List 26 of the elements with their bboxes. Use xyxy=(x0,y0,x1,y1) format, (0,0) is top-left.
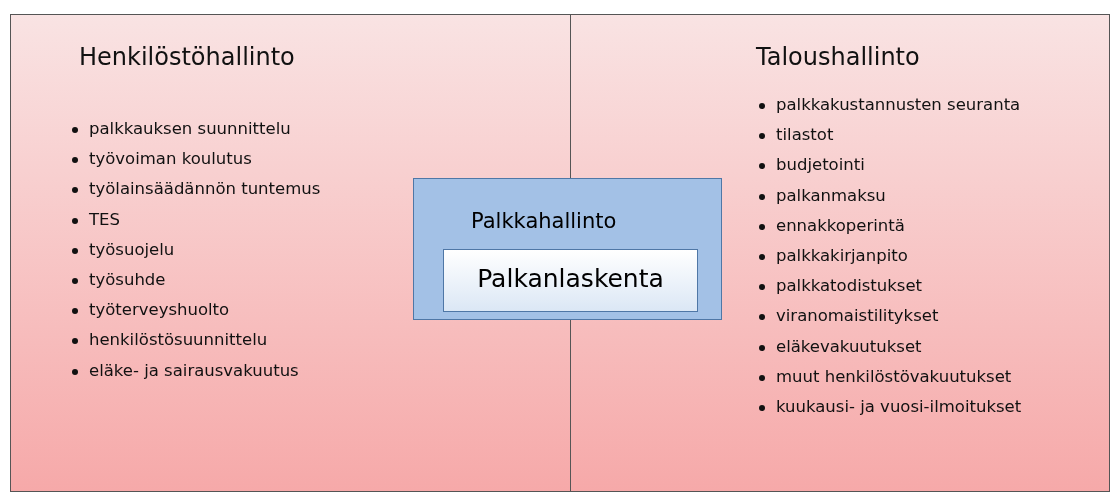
list-item: tilastot xyxy=(776,125,834,145)
list-item: työterveyshuolto xyxy=(89,300,230,320)
list-item: viranomaistilitykset xyxy=(776,306,939,326)
list-item: palkkakustannusten seuranta xyxy=(776,95,1021,114)
panel-heading: Taloushallinto xyxy=(756,43,920,71)
list-item: työlainsäädännön tuntemus xyxy=(89,179,321,199)
list-item: TES xyxy=(89,209,120,229)
list-item: budjetointi xyxy=(776,155,865,175)
list-item: muut henkilöstövakuutukset xyxy=(776,366,1012,386)
list-item: työsuojelu xyxy=(89,239,175,259)
list-item: palkanmaksu xyxy=(776,185,886,205)
inner-box xyxy=(443,249,698,312)
list-item: palkkauksen suunnittelu xyxy=(89,119,291,138)
list-item: ennakkoperintä xyxy=(776,215,905,235)
box-label: Palkanlaskenta xyxy=(476,264,665,293)
list-item: palkkatodistukset xyxy=(776,276,923,296)
list-item: kuukausi- ja vuosi-ilmoitukset xyxy=(776,397,1022,416)
list-item: työsuhde xyxy=(89,270,166,289)
list-item: eläkevakuutukset xyxy=(776,336,922,356)
group-box xyxy=(413,178,722,320)
panel-heading: Henkilöstöhallinto xyxy=(79,43,295,71)
list-item: palkkakirjanpito xyxy=(776,246,908,265)
group-title: Palkkahallinto xyxy=(471,209,617,233)
list-item: työvoiman koulutus xyxy=(89,149,252,169)
list-item: henkilöstösuunnittelu xyxy=(89,330,268,350)
list-item: eläke- ja sairausvakuutus xyxy=(89,360,299,380)
